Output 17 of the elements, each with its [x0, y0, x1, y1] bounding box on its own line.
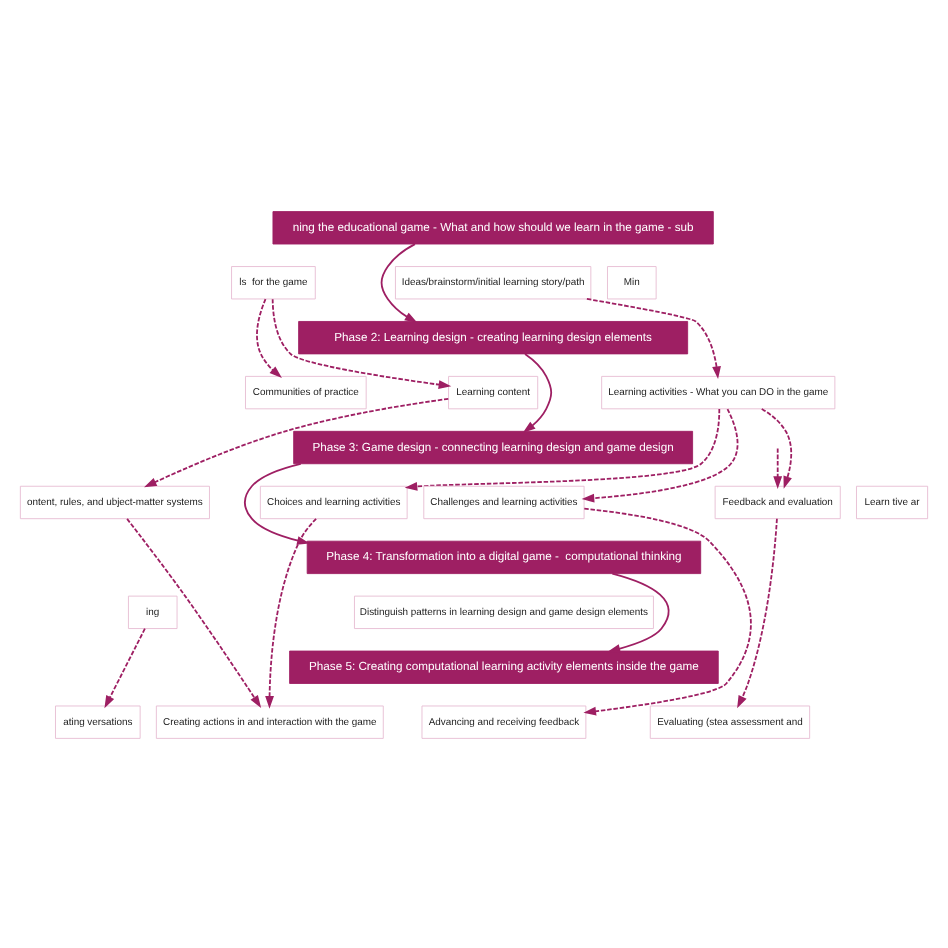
arrow [256, 297, 282, 378]
arrow [760, 407, 793, 488]
arrow [144, 396, 450, 487]
arrow [607, 571, 670, 652]
arrow [404, 407, 721, 490]
arrow [581, 407, 739, 502]
arrow [522, 352, 553, 432]
arrow [737, 516, 778, 708]
arrow [126, 517, 262, 707]
arrow [265, 516, 317, 708]
arrow [583, 506, 752, 715]
arrow [243, 461, 310, 544]
arrow [104, 626, 146, 708]
arrow [380, 242, 418, 322]
arrow [271, 297, 452, 388]
arrow [585, 297, 721, 379]
arrow [773, 446, 792, 488]
